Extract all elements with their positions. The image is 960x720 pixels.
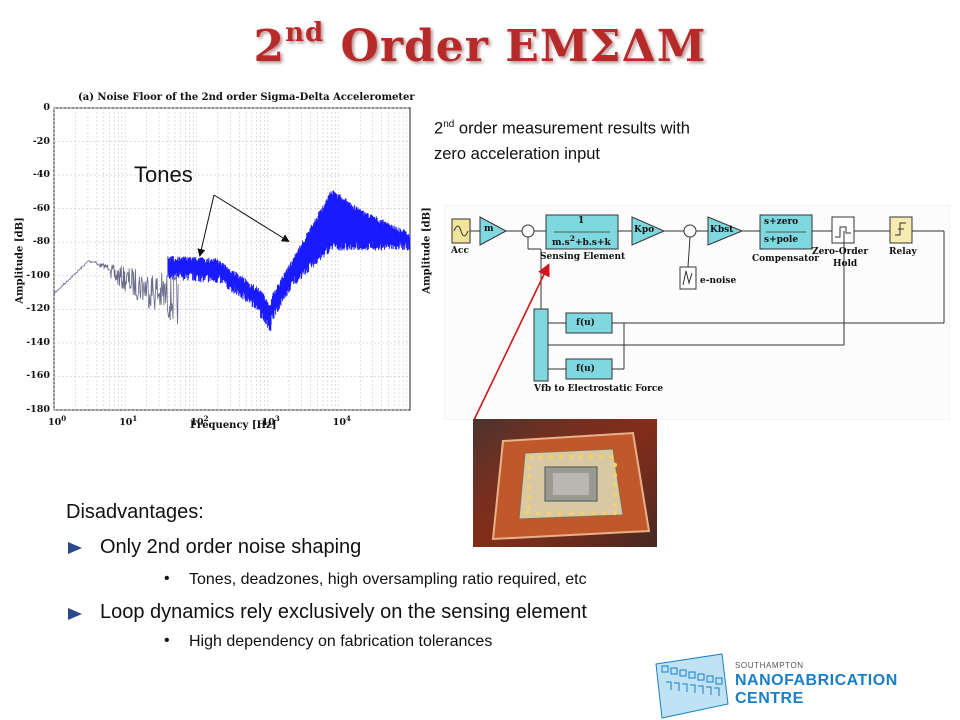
y-tick-label: -40 (32, 169, 50, 181)
logo-southampton: SOUTHAMPTON (735, 661, 804, 670)
x-tick-label: 103 (261, 414, 280, 429)
bullet-subitem-2: High dependency on fabrication tolerance… (189, 633, 493, 650)
chip-pad (558, 454, 564, 460)
x-tick-label: 104 (332, 414, 351, 429)
fu-label-2: f(u) (576, 364, 595, 374)
compensator-numerator: s+zero (764, 217, 799, 227)
plot-grid (53, 107, 410, 411)
y-tick-label: -20 (32, 135, 50, 147)
chip-pad (535, 510, 541, 516)
acc-label: Acc (451, 246, 469, 256)
logo-pattern-mark (661, 665, 672, 690)
bullet-dot-icon: • (164, 632, 170, 649)
y-tick-label: -60 (32, 202, 50, 214)
chip-pad (538, 454, 544, 460)
compensator-label: Compensator (752, 254, 820, 264)
measurement-caption: 2nd order measurement results with zero … (434, 119, 690, 163)
bullet-item-2: Loop dynamics rely exclusively on the se… (100, 601, 587, 623)
bullet-dot-icon: • (164, 570, 170, 587)
x-axis-label: Frequency [Hz] (190, 420, 277, 431)
chip-pad (568, 454, 574, 460)
sensing-denominator: m.s2+b.s+k (552, 234, 611, 248)
chip-pad (590, 510, 596, 516)
chip-pad (612, 510, 618, 516)
chip-pad (598, 454, 604, 460)
e-noise-label: e-noise (700, 276, 737, 286)
plot-title: (a) Noise Floor of the 2nd order Sigma-D… (78, 92, 415, 103)
bullet-subitem-1: Tones, deadzones, high oversampling rati… (189, 571, 587, 588)
y-tick-label: -120 (26, 303, 50, 315)
zoh-label-line1: Zero-Order (812, 247, 869, 257)
y-tick-label: 0 (43, 102, 50, 113)
chip-pad (526, 474, 532, 480)
chip-pad (612, 472, 618, 478)
tones-annotation: Tones (134, 162, 193, 187)
chip-pad (526, 494, 532, 500)
slide-title: 2nd Order EMΣΔM (253, 18, 707, 72)
pointer-line (473, 263, 550, 421)
noise-trace-high (167, 190, 411, 332)
block-diagram (444, 205, 950, 420)
chip-pad (526, 484, 532, 490)
noise-floor-plot (53, 107, 411, 411)
sensing-element-label: Sensing Element (540, 252, 626, 262)
gain-m-label: m (484, 224, 494, 234)
bullet-item-1: Only 2nd order noise shaping (100, 536, 362, 558)
chip-pad (546, 510, 552, 516)
chip-pad (612, 502, 618, 508)
chip-pad (578, 454, 584, 460)
chip-pad (588, 454, 594, 460)
logo-pattern-mark (706, 675, 714, 695)
nanofab-logo-icon (655, 653, 729, 719)
bullet-arrow-icon (68, 542, 82, 554)
tones-arrows (197, 194, 290, 257)
chip-pad (548, 454, 554, 460)
kbst-label: Kbst (710, 225, 734, 235)
chip-pad (557, 510, 563, 516)
relay-label: Relay (889, 247, 917, 257)
y-tick-label: -180 (26, 404, 50, 415)
logo-pattern-mark (670, 667, 680, 691)
x-tick-label: 101 (119, 414, 138, 429)
y-axis-label-right: Amplitude [dB] (421, 207, 433, 294)
chip-pad (612, 462, 618, 468)
fu-label-1: f(u) (576, 318, 595, 328)
compensator-denominator: s+pole (764, 235, 799, 245)
logo-pattern-mark (697, 673, 705, 694)
y-tick-label: -160 (26, 370, 50, 382)
logo-pattern-mark (714, 677, 723, 696)
y-tick-label: -140 (26, 336, 50, 348)
logo-nanofab: NANOFABRICATION CENTRE (735, 672, 898, 707)
chip-pad (526, 464, 532, 470)
chip-pad (612, 492, 618, 498)
disadvantages-heading: Disadvantages: (66, 501, 204, 523)
logo-pattern-mark (679, 669, 688, 692)
x-tick-label: 102 (190, 414, 209, 429)
y-tick-label: -80 (32, 236, 50, 248)
y-tick-label: -100 (26, 269, 50, 281)
chip-pad (612, 482, 618, 488)
chip-photo (473, 419, 657, 547)
vfb-label: Vfb to Electrostatic Force (534, 384, 664, 394)
zoh-label-line2: Hold (833, 259, 858, 269)
noise-trace-path (167, 190, 411, 332)
sensing-numerator: 1 (578, 216, 585, 226)
chip-pad (608, 454, 614, 460)
chip-pad (524, 510, 530, 516)
chip-pad (526, 504, 532, 510)
chip-pad (601, 510, 607, 516)
noise-trace-low (53, 259, 179, 325)
chip-pad (579, 510, 585, 516)
y-axis-label: Amplitude [dB] (14, 217, 26, 304)
x-tick-label: 100 (48, 414, 67, 429)
bullet-arrow-icon (68, 608, 82, 620)
kpo-label: Kpo (634, 225, 655, 235)
logo-pattern-mark (688, 671, 696, 693)
chip-pad (568, 510, 574, 516)
chip-pad (528, 454, 534, 460)
